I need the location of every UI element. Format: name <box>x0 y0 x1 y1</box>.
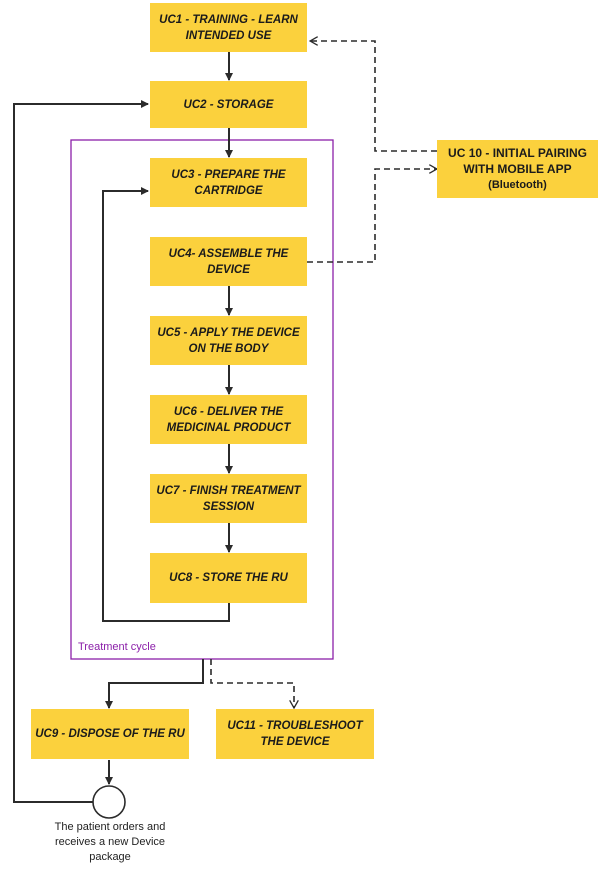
uc2-node[interactable]: UC2 - STORAGE <box>150 81 307 128</box>
arrow-cycle-uc9 <box>105 659 204 709</box>
dashed-cycle-uc11 <box>210 659 294 708</box>
uc10-title: UC 10 - INITIAL PAIRING WITH MOBILE APP <box>448 146 587 176</box>
treatment-cycle-label: Treatment cycle <box>78 641 156 653</box>
dashed-uc4-uc10 <box>307 169 437 263</box>
uc8-node[interactable]: UC8 - STORE THE RU <box>150 553 307 603</box>
uc5-node[interactable]: UC5 - APPLY THE DEVICE ON THE BODY <box>150 316 307 365</box>
uc10-node[interactable]: UC 10 - INITIAL PAIRING WITH MOBILE APP … <box>437 140 598 198</box>
uc10-subtitle: (Bluetooth) <box>488 179 547 191</box>
uc7-node[interactable]: UC7 - FINISH TREATMENT SESSION <box>150 474 307 523</box>
reorder-caption: The patient orders and receives a new De… <box>54 821 166 863</box>
reorder-circle <box>92 785 126 819</box>
uc3-node[interactable]: UC3 - PREPARE THE CARTRIDGE <box>150 158 307 207</box>
dashed-uc10-uc1 <box>310 41 437 152</box>
uc9-node[interactable]: UC9 - DISPOSE OF THE RU <box>31 709 189 759</box>
uc1-node[interactable]: UC1 - TRAINING - LEARN INTENDED USE <box>150 3 307 52</box>
uc6-node[interactable]: UC6 - DELIVER THE MEDICINAL PRODUCT <box>150 395 307 444</box>
arrow-reorder-loop-uc2 <box>13 100 149 803</box>
uc4-node[interactable]: UC4- ASSEMBLE THE DEVICE <box>150 237 307 286</box>
uc11-node[interactable]: UC11 - TROUBLESHOOT THE DEVICE <box>216 709 374 759</box>
arrow-uc8-loop-uc3 <box>102 187 230 622</box>
